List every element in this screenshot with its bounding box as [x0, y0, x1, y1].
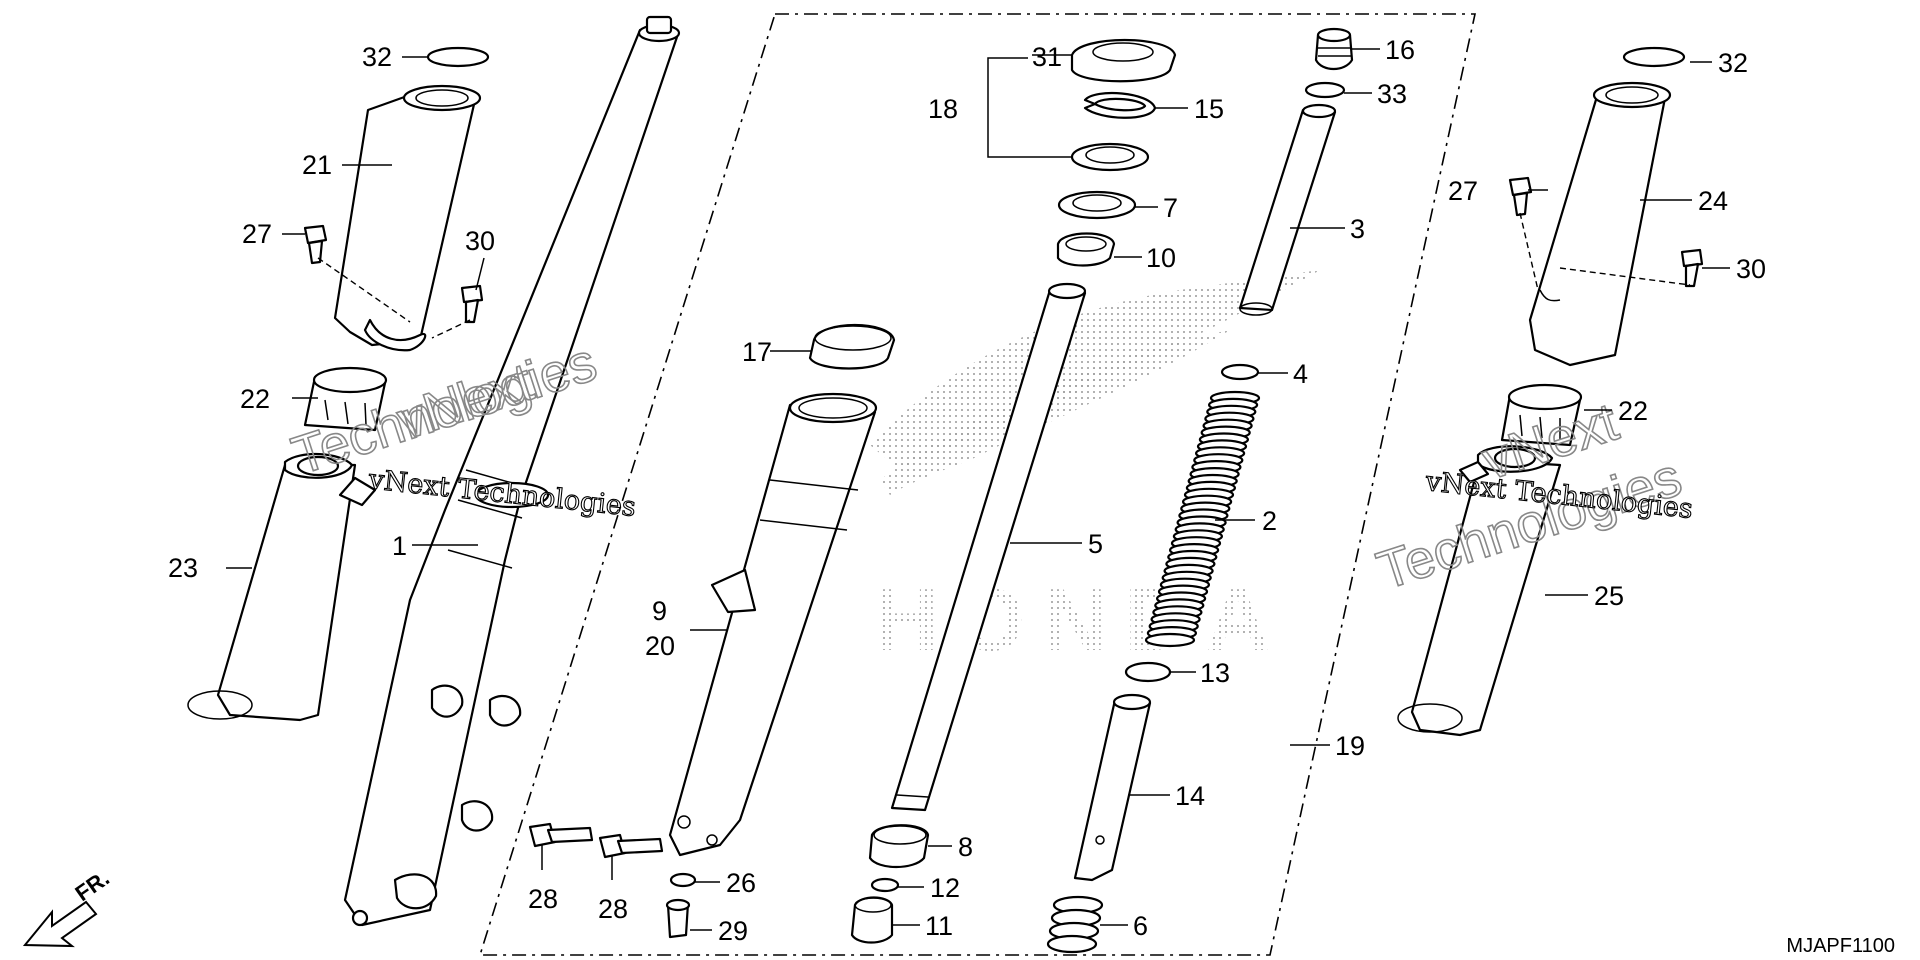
- fork-collar-left: [303, 366, 388, 432]
- o-ring-33: [1304, 81, 1346, 99]
- callout-11: 11: [925, 911, 953, 941]
- washer-26: [669, 872, 697, 888]
- fork-spacer: [1238, 103, 1337, 316]
- callout-22-left: 22: [240, 384, 270, 414]
- oil-seal-31: [1070, 38, 1177, 83]
- callout-18: 18: [928, 94, 958, 124]
- rebound-spring: [1046, 895, 1104, 954]
- callout-32-left: 32: [362, 42, 392, 72]
- washer-12: [870, 877, 900, 893]
- fork-slider: [668, 392, 878, 857]
- callout-27-left: 27: [242, 219, 272, 249]
- callout-31: 31: [1032, 42, 1062, 72]
- backup-ring-18: [1070, 142, 1150, 172]
- socket-bolt-28b: [598, 833, 664, 859]
- front-direction-label: FR.: [71, 865, 114, 906]
- callout-2: 2: [1262, 506, 1277, 536]
- callout-8: 8: [958, 832, 973, 862]
- callout-22-right: 22: [1618, 396, 1648, 426]
- slide-bushing-10: [1056, 232, 1116, 267]
- callout-27-right: 27: [1448, 176, 1478, 206]
- oil-lock-piece-8: [868, 824, 930, 868]
- callout-6: 6: [1133, 911, 1148, 941]
- callout-12: 12: [930, 873, 960, 903]
- fork-damper-rod: [1073, 693, 1152, 882]
- callout-24: 24: [1698, 186, 1728, 216]
- fork-bottom-case-left: [343, 15, 681, 927]
- bolt-27-left: [303, 224, 328, 265]
- callout-1: 1: [392, 531, 407, 561]
- socket-bolt-28a: [528, 822, 594, 848]
- callout-26: 26: [726, 868, 756, 898]
- stopper-ring-15: [1083, 91, 1157, 119]
- callout-15: 15: [1194, 94, 1224, 124]
- callout-19: 19: [1335, 731, 1365, 761]
- spring-seat-4: [1220, 363, 1260, 381]
- brand-watermark: HONDA: [870, 270, 1320, 669]
- front-arrow-icon: [22, 900, 98, 948]
- callout-29: 29: [718, 916, 748, 946]
- fork-pipe: [890, 282, 1087, 812]
- callout-28-b: 28: [598, 894, 628, 924]
- spring-coil: [1144, 632, 1196, 648]
- piston-ring-13: [1124, 661, 1172, 683]
- bolt-30-right: [1680, 248, 1704, 288]
- bolt-30-left: [460, 284, 484, 324]
- callout-9: 9: [652, 596, 667, 626]
- fork-sleeve-right: [1397, 445, 1562, 737]
- fork-cover-left: [333, 84, 482, 352]
- callout-10: 10: [1146, 243, 1176, 273]
- brand-watermark-text: HONDA: [875, 570, 1288, 669]
- oil-lock-valve-11: [850, 896, 894, 944]
- callout-23: 23: [168, 553, 198, 583]
- callout-32-right: 32: [1718, 48, 1748, 78]
- callout-16: 16: [1385, 35, 1415, 65]
- callout-5: 5: [1088, 529, 1103, 559]
- callout-30-right: 30: [1736, 254, 1766, 284]
- front-direction-indicator: FR.: [22, 865, 114, 948]
- fork-cover-right: [1528, 81, 1672, 367]
- fork-sleeve-left: [187, 452, 377, 722]
- dust-seal-17: [808, 324, 896, 370]
- fork-collar-right: [1500, 383, 1583, 447]
- callout-33: 33: [1377, 79, 1407, 109]
- snap-ring-left: [426, 46, 490, 68]
- callout-28-a: 28: [528, 884, 558, 914]
- callout-4: 4: [1293, 359, 1308, 389]
- inner-parts-boundary: [478, 13, 1476, 956]
- backup-ring-7: [1057, 190, 1137, 220]
- callout-7: 7: [1163, 193, 1178, 223]
- snap-ring-right: [1622, 46, 1686, 68]
- callout-3: 3: [1350, 214, 1365, 244]
- diagram-code: MJAPF1100: [1786, 935, 1895, 957]
- bolt-29: [665, 898, 691, 939]
- leader-lines: [226, 48, 1730, 931]
- fork-spring: [1144, 390, 1261, 648]
- callouts: 32 21 27 30 22 23 1 17 9 20 31 15 18 7 1…: [168, 35, 1766, 946]
- callout-17: 17: [742, 337, 772, 367]
- callout-30-left: 30: [465, 226, 495, 256]
- callout-20: 20: [645, 631, 675, 661]
- callout-13: 13: [1200, 658, 1230, 688]
- callout-21: 21: [302, 150, 332, 180]
- callout-25: 25: [1594, 581, 1624, 611]
- fork-cap-bolt: [1314, 27, 1354, 71]
- bolt-27-right: [1508, 176, 1533, 217]
- callout-14: 14: [1175, 781, 1205, 811]
